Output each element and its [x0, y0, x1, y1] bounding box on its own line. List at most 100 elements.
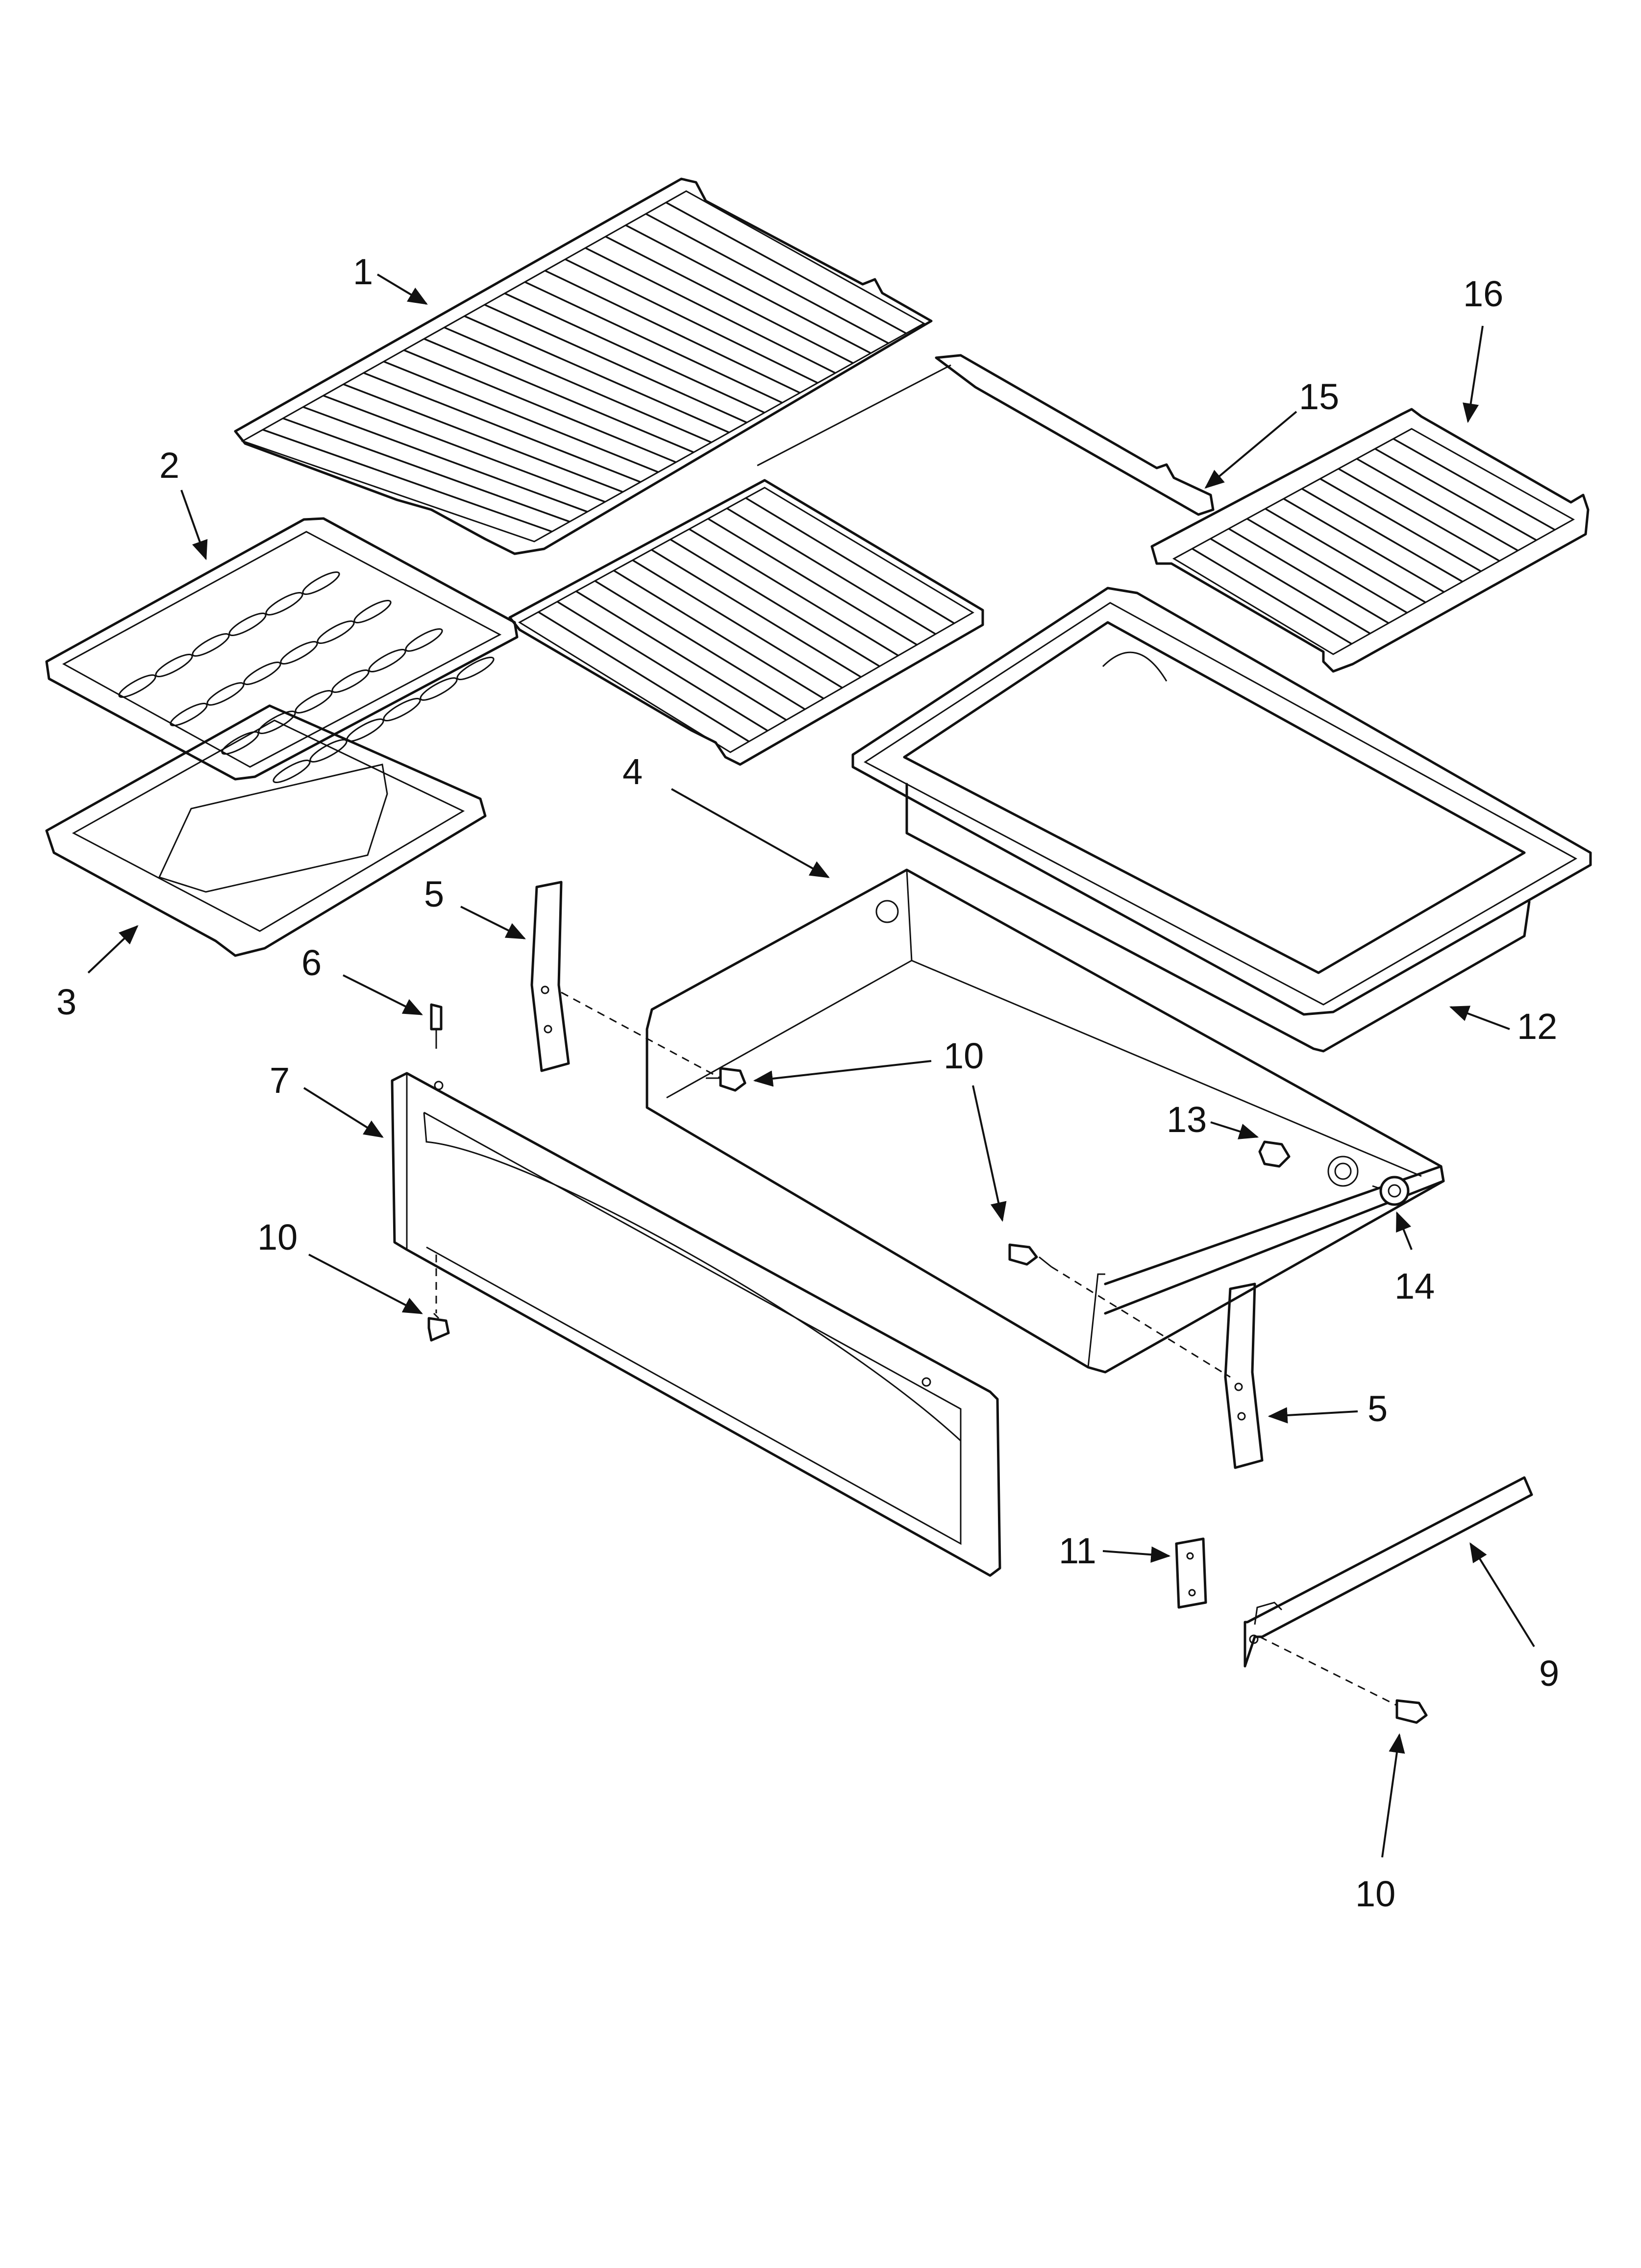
rack-wire [302, 406, 588, 513]
slide-part-5-right [1224, 1282, 1264, 1469]
slide-part-5-left [530, 881, 570, 1072]
alignment-lines [435, 991, 1397, 1706]
rack-wire [1392, 438, 1556, 531]
rack-wire [1338, 468, 1500, 562]
rack-wire [645, 213, 889, 344]
rack-wire [594, 580, 806, 710]
callout-6: 6 [301, 942, 322, 983]
rack-wire [632, 559, 843, 689]
rack-wire [1283, 498, 1445, 593]
callout-10d: 10 [1355, 1874, 1395, 1914]
rack-wire [1356, 458, 1518, 551]
rack-wire [262, 429, 552, 533]
rack-wire [1228, 528, 1389, 624]
rack-wire [343, 383, 623, 493]
callout-2: 2 [159, 445, 179, 486]
callout-13: 13 [1167, 1099, 1207, 1140]
rack-wire [745, 497, 955, 624]
rack-wire [565, 258, 818, 384]
screw-fasteners [427, 1003, 1428, 1724]
callout-16: 16 [1463, 273, 1503, 314]
rack-wire [1210, 538, 1371, 635]
broiler-grid-part-2 [45, 517, 519, 784]
rack-wire [625, 224, 871, 354]
grid-slot [368, 648, 406, 673]
half-rack-part-15 [757, 354, 1215, 516]
grid-slot [456, 656, 495, 681]
rack-wire [707, 518, 918, 646]
warming-rack-part-16 [1150, 408, 1590, 673]
grid-slot [273, 759, 311, 784]
rack-wire [575, 591, 787, 721]
oven-rack-part-1 [234, 177, 933, 555]
callout-14: 14 [1394, 1266, 1435, 1307]
bracket-part-11 [1175, 1537, 1207, 1609]
grid-slot [118, 674, 156, 698]
rack-wire [423, 338, 694, 453]
rail-part-9 [1243, 1476, 1533, 1668]
callout-labels: 1 2 3 4 5 5 6 7 9 10 10 10 11 12 13 14 [56, 251, 1559, 1914]
rack-wire [363, 372, 641, 483]
rack-wire [585, 247, 836, 374]
rack-wire [1374, 448, 1537, 541]
rack-wire [444, 326, 712, 444]
drawer-pan-part-12 [851, 587, 1592, 1053]
callout-15: 15 [1299, 376, 1339, 417]
grid-slot [405, 628, 443, 652]
rack-wire [1192, 548, 1352, 645]
broiler-pan-part-3 [45, 704, 487, 957]
callout-4: 4 [622, 751, 643, 792]
rack-wire [605, 236, 854, 364]
grid-slot [221, 731, 259, 755]
grid-slot [228, 612, 267, 637]
rack-wire [484, 304, 747, 423]
rack-wire [323, 394, 606, 503]
rack-wire [1319, 478, 1482, 572]
callout-10c: 10 [257, 1217, 298, 1257]
half-shelf-rack [508, 479, 984, 766]
rack-wire [504, 293, 765, 414]
rack-wire [524, 281, 783, 404]
rack-wire [403, 349, 676, 463]
rack-wire [545, 270, 800, 394]
rack-wire [651, 549, 862, 678]
drawer-front-part-7 [391, 1072, 1001, 1577]
grid-slot [206, 682, 245, 706]
grid-slot [192, 633, 230, 657]
rack-wire [464, 315, 730, 434]
rack-wire [689, 528, 899, 657]
callout-12: 12 [1517, 1006, 1557, 1047]
callout-1: 1 [353, 251, 373, 292]
callout-9: 9 [1539, 1653, 1559, 1694]
grid-slot [243, 661, 281, 686]
rack-wire [383, 361, 659, 473]
callout-5b: 5 [1368, 1388, 1388, 1429]
callout-11: 11 [1059, 1530, 1096, 1571]
grid-slot [331, 669, 370, 693]
rack-wire [1301, 488, 1463, 583]
rack-wire [670, 539, 880, 667]
rack-wire [538, 611, 749, 742]
rack-wire [1246, 518, 1408, 614]
rack-wire [613, 569, 824, 699]
callout-7: 7 [270, 1060, 290, 1101]
grid-slot [258, 710, 296, 735]
grid-slot [265, 592, 303, 616]
callout-5a: 5 [424, 874, 444, 914]
grid-slot [295, 690, 333, 714]
grid-slot [280, 641, 318, 665]
grid-slot [317, 620, 355, 644]
grid-slot [353, 599, 392, 624]
grid-slot [302, 571, 340, 595]
rack-wire [1265, 508, 1426, 603]
rack-wire [557, 601, 769, 732]
grid-slot [383, 697, 421, 722]
grid-slot [420, 677, 458, 701]
rack-wire [666, 201, 907, 334]
rack-wire [282, 417, 570, 523]
callout-10a: 10 [944, 1035, 984, 1076]
callout-3: 3 [56, 982, 76, 1022]
grid-slot [170, 702, 208, 727]
